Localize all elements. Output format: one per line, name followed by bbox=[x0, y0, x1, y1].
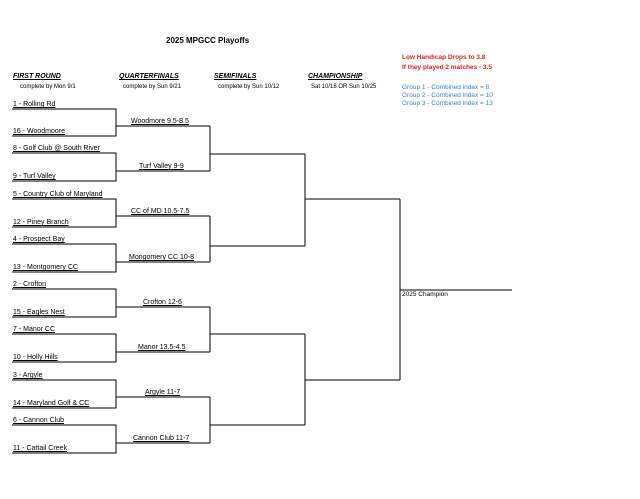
page-title: 2025 MPGCC Playoffs bbox=[166, 36, 250, 45]
round-deadline-quarterfinals: complete by Sun 9/21 bbox=[123, 84, 182, 90]
quarterfinal-result: CC of MD 10.5-7.5 bbox=[131, 208, 190, 215]
handicap-note: Low Handicap Drops to 3.8 bbox=[402, 54, 486, 61]
quarterfinal-result: Manor 13.5-4.5 bbox=[138, 344, 186, 351]
first-round-team: 6 - Cannon Club bbox=[13, 417, 64, 424]
round-deadline-first-round: complete by Mon 9/1 bbox=[20, 84, 76, 90]
quarterfinal-result: Turf Valley 9-9 bbox=[139, 163, 184, 170]
quarterfinal-result: Mongomery CC 10-8 bbox=[129, 254, 194, 261]
quarterfinal-result: Woodmore 9.5-8.5 bbox=[131, 118, 189, 125]
first-round-team: 4 - Prospect Bay bbox=[13, 236, 65, 243]
first-round-team: 5 - Country Club of Maryland bbox=[13, 191, 103, 198]
round-deadline-semifinals: complete by Sun 10/12 bbox=[218, 84, 280, 90]
group-note: Group 3 - Combined index = 13 bbox=[402, 100, 493, 107]
first-round-team: 8 - Golf Club @ South River bbox=[13, 145, 100, 152]
handicap-note: If they played 2 matches - 3.5 bbox=[402, 64, 492, 71]
first-round-team: 3 - Argyle bbox=[13, 372, 43, 379]
first-round-team: 15 - Eagles Nest bbox=[13, 309, 65, 316]
first-round-team: 1 - Rolling Rd bbox=[13, 101, 56, 108]
round-header-championship: CHAMPIONSHIP bbox=[308, 73, 363, 80]
bracket-line bbox=[12, 198, 117, 228]
bracket-line bbox=[12, 288, 117, 318]
first-round-team: 9 - Turf Valley bbox=[13, 173, 56, 180]
first-round-team: 14 - Maryland Golf & CC bbox=[13, 400, 90, 407]
bracket-line bbox=[12, 379, 117, 409]
quarterfinal-result: Cannon Club 11-7 bbox=[133, 435, 190, 442]
first-round-team: 12 - Piney Branch bbox=[13, 219, 69, 226]
quarterfinal-result: Crofton 12-6 bbox=[143, 299, 182, 306]
quarterfinal-result: Argyle 11-7 bbox=[145, 389, 181, 396]
first-round-team: 7 - Manor CC bbox=[13, 326, 56, 333]
bracket-line bbox=[12, 243, 117, 273]
group-note: Group 1 - Combined index = 8 bbox=[402, 84, 490, 91]
bracket-line bbox=[12, 152, 117, 182]
round-deadline-championship: Sat 10/18 OR Sun 10/25 bbox=[311, 84, 377, 90]
bracket-line bbox=[12, 333, 117, 363]
first-round-team: 2 - Crofton bbox=[13, 281, 47, 288]
first-round-team: 11 - Cattail Creek bbox=[13, 445, 67, 452]
round-header-first-round: FIRST ROUND bbox=[13, 73, 61, 80]
bracket-line bbox=[12, 424, 117, 454]
first-round-team: 10 - Holly Hills bbox=[13, 354, 58, 361]
round-header-semifinals: SEMIFINALS bbox=[214, 73, 257, 80]
group-note: Group 2 - Combined index = 10 bbox=[402, 92, 493, 99]
first-round-team: 16 - Woodmoore bbox=[13, 128, 66, 135]
bracket-line bbox=[12, 108, 117, 137]
champion-label: 2025 Champion bbox=[402, 291, 448, 298]
round-header-quarterfinals: QUARTERFINALS bbox=[119, 73, 179, 80]
first-round-team: 13 - Montgomery CC bbox=[13, 264, 78, 271]
